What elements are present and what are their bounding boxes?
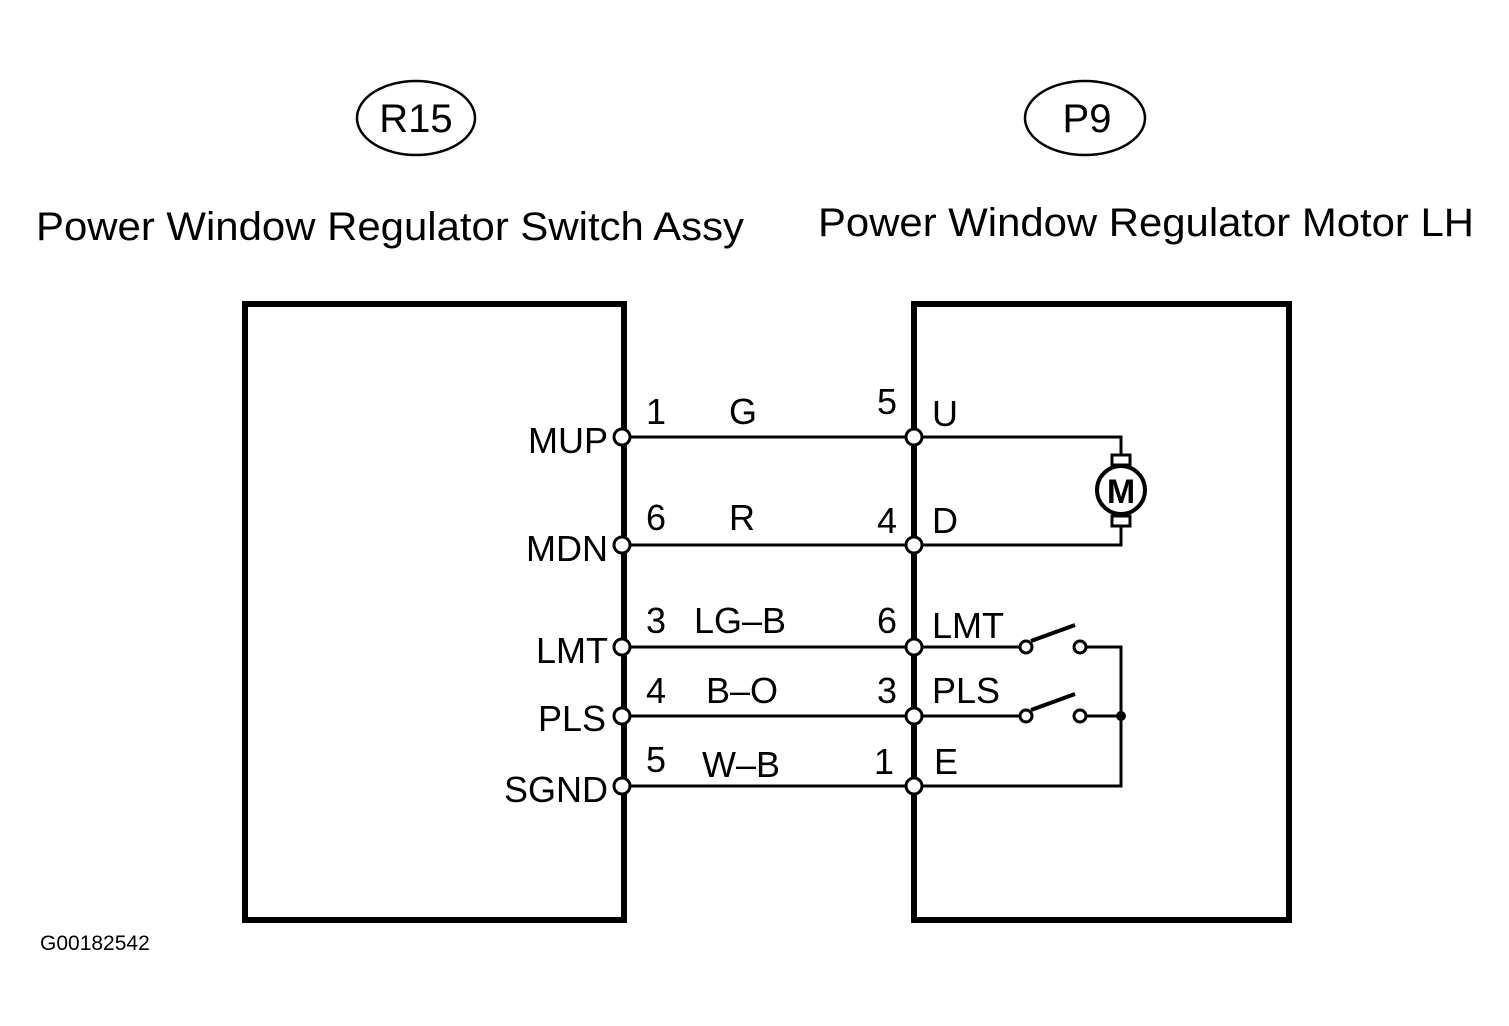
terminal-mdn	[612, 535, 632, 555]
left-terminal-name: PLS	[538, 698, 606, 739]
junction-dot	[1116, 711, 1126, 721]
terminal-d	[904, 535, 924, 555]
right-terminal-name: D	[932, 500, 958, 541]
right-component-box	[911, 301, 1292, 923]
left-terminal-name: MUP	[528, 420, 608, 461]
right-terminal-name: LMT	[932, 605, 1004, 646]
lmt-switch-contact-b	[1072, 639, 1088, 655]
terminal-circles	[612, 427, 924, 796]
right-component-title: Power Window Regulator Motor LH	[818, 201, 1474, 245]
left-connector-code-badge: R15	[355, 79, 477, 157]
wire-color-code: W–B	[702, 744, 780, 785]
left-terminal-names: MUP MDN LMT PLS SGND	[504, 420, 608, 810]
right-pin-number: 1	[874, 741, 894, 782]
left-pin-number: 3	[646, 600, 666, 641]
motor-circuit	[914, 435, 1123, 547]
left-terminal-name: SGND	[504, 769, 608, 810]
right-terminal-names: U D LMT PLS E	[932, 393, 1004, 782]
right-pin-number: 4	[877, 500, 897, 541]
switch-contacts	[1018, 639, 1088, 724]
motor-symbol: M	[1095, 453, 1147, 528]
terminal-lmt-right	[904, 637, 924, 657]
right-terminal-name: E	[934, 741, 958, 782]
terminal-e	[904, 776, 924, 796]
terminal-pls-right	[904, 706, 924, 726]
terminal-sgnd	[612, 776, 632, 796]
wires	[622, 435, 914, 788]
left-terminal-name: LMT	[536, 630, 608, 671]
left-component-title: Power Window Regulator Switch Assy	[36, 205, 744, 249]
left-component-box	[242, 301, 627, 923]
lmt-switch-contact-a	[1018, 639, 1034, 655]
left-pin-number: 5	[646, 739, 666, 780]
left-terminal-name: MDN	[526, 528, 608, 569]
left-pin-numbers: 1 6 3 4 5	[646, 391, 666, 780]
left-pin-number: 4	[646, 670, 666, 711]
left-pin-number: 1	[646, 391, 666, 432]
motor-label: M	[1107, 473, 1135, 511]
right-connector-code: P9	[1063, 97, 1112, 141]
figure-id: G00182542	[40, 932, 150, 955]
right-pin-number: 3	[877, 670, 897, 711]
terminal-lmt-left	[612, 637, 632, 657]
wire-color-code: LG–B	[694, 600, 786, 641]
pls-switch-contact-a	[1018, 708, 1034, 724]
right-terminal-name: U	[932, 393, 958, 434]
wire-color-code: R	[729, 497, 755, 538]
right-pin-number: 5	[877, 381, 897, 422]
wire-color-code: G	[729, 391, 757, 432]
right-pin-number: 6	[877, 600, 897, 641]
terminal-u	[904, 427, 924, 447]
left-connector-code: R15	[379, 97, 452, 141]
right-connector-code-badge: P9	[1023, 79, 1147, 157]
wire-color-code: B–O	[706, 670, 778, 711]
right-pin-numbers: 5 4 6 3 1	[874, 381, 897, 782]
wire-color-codes: G R LG–B B–O W–B	[694, 391, 786, 785]
terminal-pls-left	[612, 706, 632, 726]
right-terminal-name: PLS	[932, 670, 1000, 711]
pls-switch-contact-b	[1072, 708, 1088, 724]
terminal-mup	[612, 427, 632, 447]
left-pin-number: 6	[646, 497, 666, 538]
